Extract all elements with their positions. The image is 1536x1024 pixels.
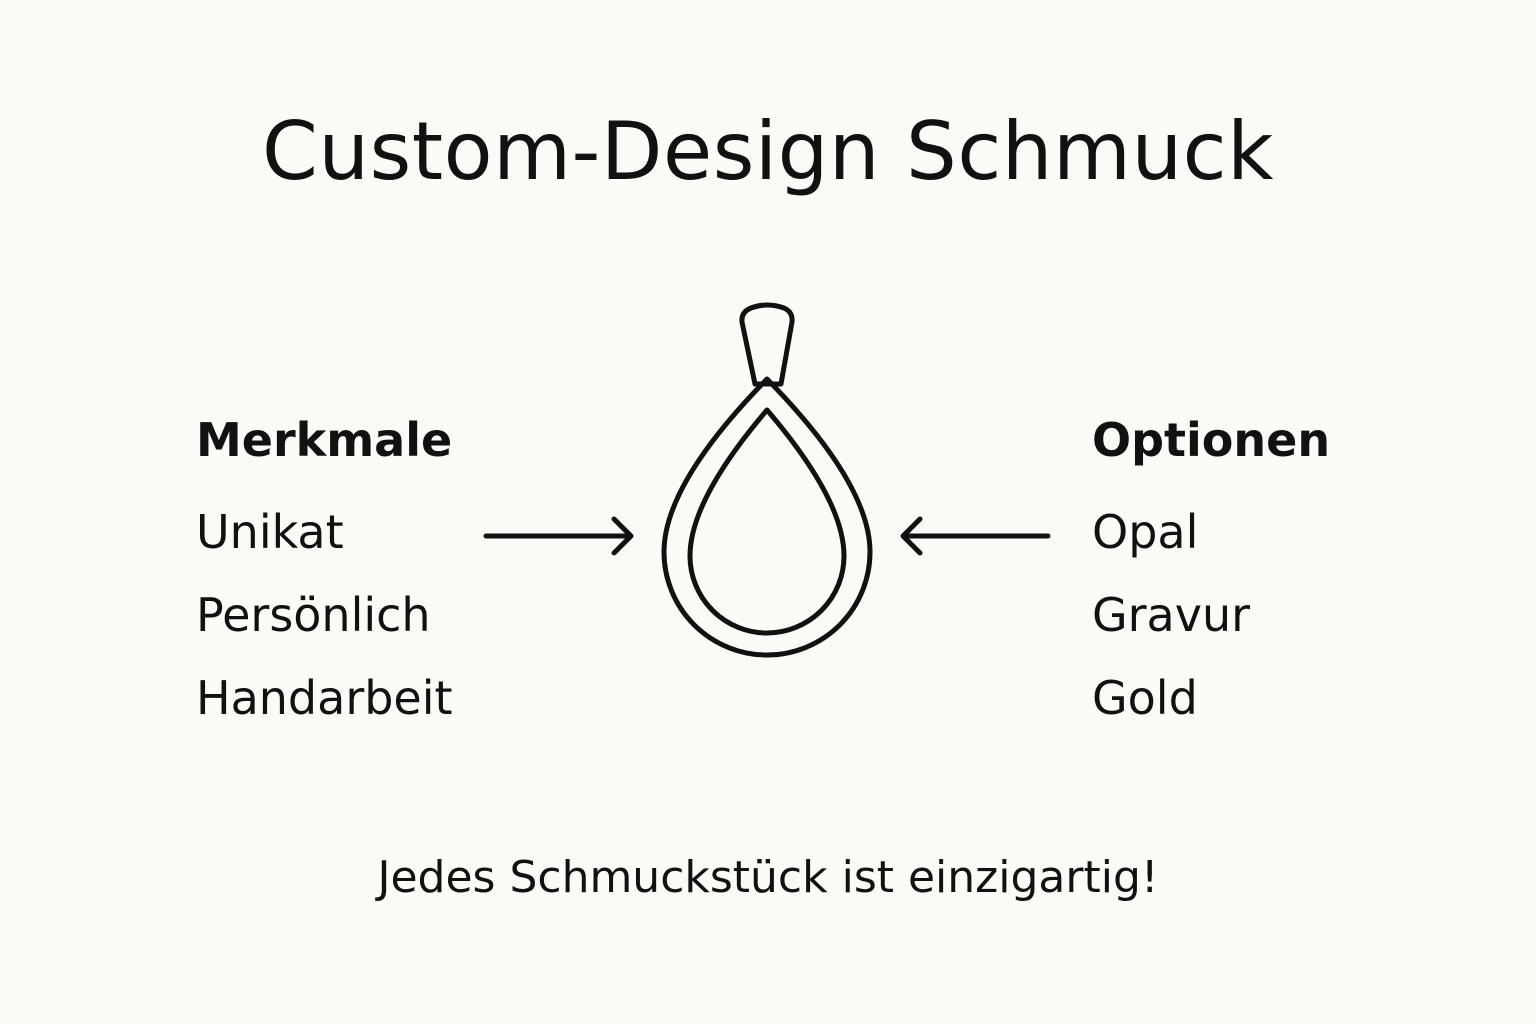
options-heading: Optionen xyxy=(1092,413,1331,467)
option-item: Gravur xyxy=(1092,588,1251,642)
pendant-outer-frame xyxy=(661,376,873,658)
footer-tagline: Jedes Schmuckstück ist einzigartig! xyxy=(377,852,1159,903)
feature-item: Unikat xyxy=(196,505,344,559)
arrow-right-icon xyxy=(483,516,634,556)
pendant-inner-stone xyxy=(687,407,847,636)
feature-item: Persönlich xyxy=(196,588,431,642)
features-heading: Merkmale xyxy=(196,413,453,467)
option-item: Opal xyxy=(1092,505,1199,559)
page-title: Custom-Design Schmuck xyxy=(262,105,1274,198)
pendant-icon xyxy=(661,302,873,658)
features-column: Merkmale Unikat Persönlich Handarbeit xyxy=(196,412,536,753)
feature-item: Handarbeit xyxy=(196,671,453,725)
options-column: Optionen Opal Gravur Gold xyxy=(1092,412,1432,753)
arrow-left-icon xyxy=(900,516,1051,556)
option-item: Gold xyxy=(1092,671,1198,725)
pendant-bail xyxy=(739,302,795,387)
